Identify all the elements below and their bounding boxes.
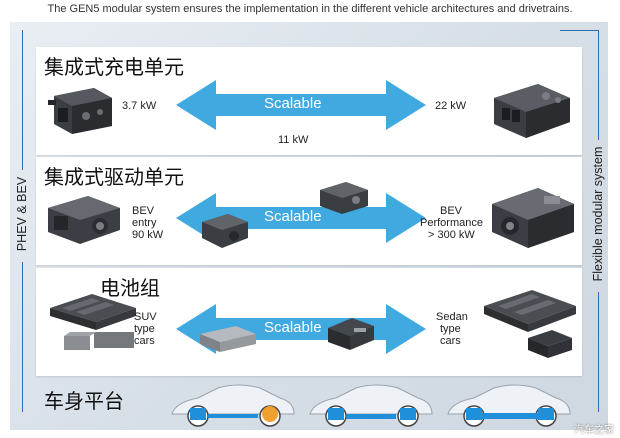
battery-suv-line3: cars bbox=[134, 335, 155, 347]
car-platform-image-3 bbox=[447, 384, 571, 427]
drive-performance-label-line2: Performance bbox=[420, 217, 483, 229]
charging-scalable-label: Scalable bbox=[264, 95, 322, 112]
edrive-mid-image-2 bbox=[320, 182, 368, 214]
flexible-modular-system-label: Flexible modular system bbox=[591, 146, 605, 282]
battery-large-image bbox=[484, 290, 576, 358]
edrive-mid-image-1 bbox=[202, 214, 248, 248]
phev-bev-label: PHEV & BEV bbox=[15, 176, 29, 252]
edrive-small-image bbox=[48, 196, 120, 244]
battery-module-image-2 bbox=[328, 318, 374, 350]
drive-performance-label-line3: > 300 kW bbox=[428, 229, 475, 241]
charger-small-image bbox=[48, 88, 112, 134]
drive-entry-label-line2: entry bbox=[132, 217, 157, 229]
battery-sedan-line3: cars bbox=[440, 335, 461, 347]
charging-unit-title: 集成式充电单元 bbox=[44, 55, 184, 79]
headline: The GEN5 modular system ensures the impl… bbox=[47, 3, 573, 15]
battery-suv-line1: SUV bbox=[134, 311, 157, 323]
platform-title: 车身平台 bbox=[44, 389, 124, 413]
charging-scalable-arrow bbox=[176, 80, 426, 130]
drive-scalable-arrow bbox=[176, 193, 426, 243]
frame-line-top-right bbox=[560, 30, 598, 31]
car-platform-image-1 bbox=[171, 384, 295, 427]
drive-unit-title: 集成式驱动单元 bbox=[44, 165, 184, 189]
frame-line-right-upper bbox=[598, 30, 599, 140]
battery-scalable-arrow bbox=[176, 304, 426, 354]
frame-line-left-upper bbox=[22, 30, 23, 170]
drive-performance-label-line1: BEV bbox=[440, 205, 463, 217]
drive-entry-label-line3: 90 kW bbox=[132, 229, 164, 241]
charging-max-power: 22 kW bbox=[435, 100, 467, 112]
battery-module-image-1 bbox=[200, 326, 256, 352]
battery-suv-line2: type bbox=[134, 323, 155, 335]
car-platform-image-2 bbox=[309, 384, 433, 427]
battery-scalable-label: Scalable bbox=[264, 319, 322, 336]
battery-sedan-line1: Sedan bbox=[436, 311, 468, 323]
edrive-large-image bbox=[492, 188, 574, 248]
charging-min-power: 3.7 kW bbox=[122, 100, 157, 112]
battery-sedan-line2: type bbox=[440, 323, 461, 335]
frame-line-left-lower bbox=[22, 262, 23, 412]
drive-entry-label-line1: BEV bbox=[132, 205, 155, 217]
charging-mid-power: 11 kW bbox=[278, 134, 309, 146]
drive-scalable-label: Scalable bbox=[264, 208, 322, 225]
watermark: 汽车之家 bbox=[574, 425, 614, 436]
frame-line-right-lower bbox=[598, 292, 599, 412]
battery-small-image bbox=[50, 294, 136, 350]
battery-title: 电池组 bbox=[100, 276, 160, 300]
charger-large-image bbox=[494, 84, 570, 138]
